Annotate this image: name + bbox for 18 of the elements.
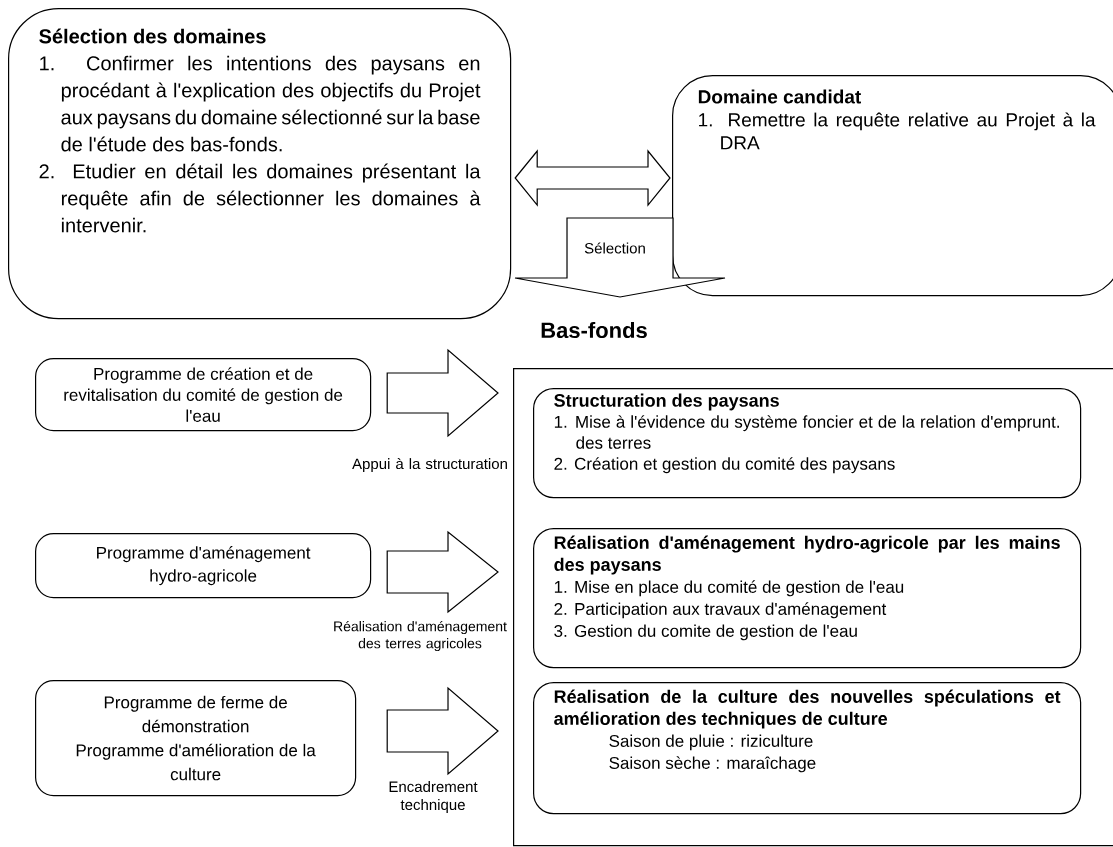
edge-label: Encadrement technique: [389, 781, 478, 813]
rounded-box: Sélection des domaines 1. Confirmer les intentions des paysans en procédant à l'explication des objectifs du Projet aux paysans du domaine sélectionné sur la base de l'étude des bas-fonds. 2. Etudier en détail les domaines présentant la requête afin de sélectionner les domaines à intervenir.: [8, 8, 512, 320]
block-arrow: [386, 530, 499, 614]
edge-label: Réalisation d'aménagement des terres agricoles: [334, 620, 507, 652]
rounded-box: Structuration des paysans 1. Mise à l'évidence du système foncier et de la relation d'emprunt. des terres 2. Création et gestion du comité des paysans: [533, 388, 1082, 499]
rounded-box: Programme de ferme de démonstration Programme d'amélioration de la culture: [35, 680, 357, 797]
rounded-box: Réalisation de la culture des nouvelles spéculations et amélioration des techniques de culture Saison de pluie : riziculture Saison sèche : maraîchage: [533, 682, 1082, 815]
block-arrow: [386, 686, 499, 776]
rounded-box: Réalisation d'aménagement hydro-agricole par les mains des paysans 1. Mise en place du comité de gestion de l'eau 2. Participation aux travaux d'aménagement 3. Gestion du comite de gestion de l'eau: [533, 528, 1082, 669]
block-arrow: [386, 348, 499, 438]
section-heading: Bas-fonds: [541, 321, 647, 339]
edge-label: Sélection: [584, 242, 645, 254]
edge-label: Appui à la structuration: [352, 457, 507, 473]
double-block-arrow: [514, 149, 671, 207]
rounded-box: Programme de création et de revitalisation du comité de gestion de l'eau: [35, 358, 372, 432]
block-arrow: [514, 217, 726, 298]
rounded-box: Domaine candidat 1. Remettre la requête relative au Projet à la DRA: [672, 75, 1113, 297]
rounded-box: Programme d'aménagement hydro-agricole: [35, 533, 372, 599]
